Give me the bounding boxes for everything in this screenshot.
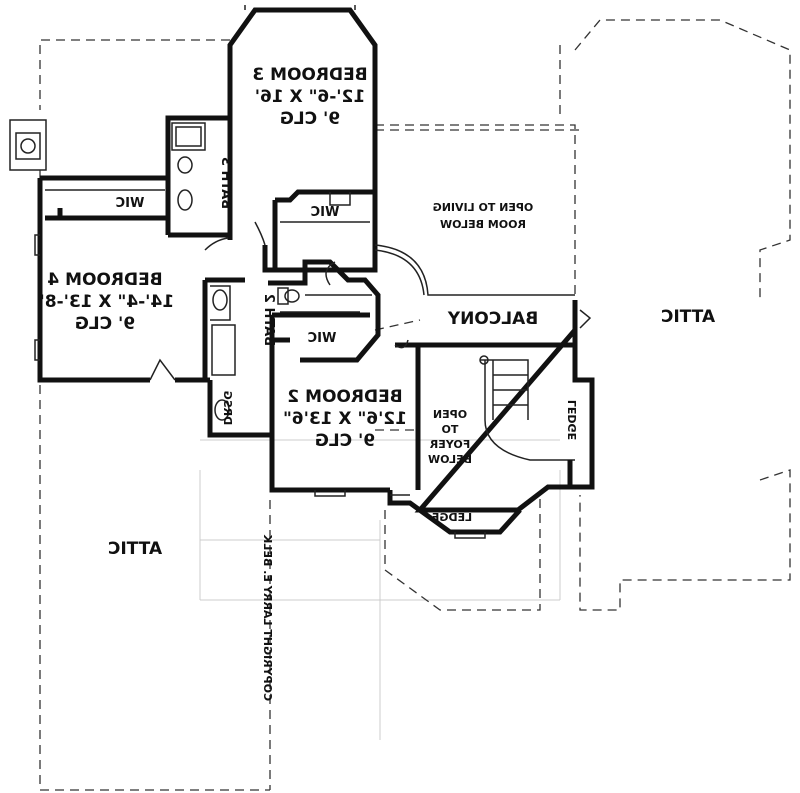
bedroom-4-size: 14'-4" X 13'-8" [36, 292, 174, 312]
open-living-line1: OPEN TO LIVING [433, 201, 534, 214]
dressing-label: DRSG [221, 391, 234, 426]
room-bedroom-4: BEDROOM 4 14'-4" X 13'-8" 9' CLG [36, 270, 174, 334]
bedroom-2-ceiling: 9' CLG [315, 431, 375, 451]
open-foyer-line4: BELOW [428, 453, 472, 466]
bedroom-3-name: BEDROOM 3 [252, 65, 367, 85]
wic-bedroom-4-label: WIC [116, 196, 145, 211]
bedroom-4-ceiling: 9' CLG [75, 314, 135, 334]
open-foyer-line2: TO [442, 423, 459, 436]
bedroom-3-ceiling: 9' CLG [280, 109, 340, 129]
ledge-stair-label: LEDGE [566, 400, 579, 440]
attic-left-label: ATTIC [108, 539, 162, 559]
room-bedroom-2: BEDROOM 2 12'6" X 13'6" 9' CLG [283, 387, 407, 451]
walls [34, 5, 595, 539]
lower-floor-ghost-lines [199, 439, 561, 740]
bedroom-4-name: BEDROOM 4 [47, 270, 163, 290]
attic-right-label: ATTIC [661, 307, 715, 327]
open-to-living-room: OPEN TO LIVING ROOM BELOW [433, 201, 534, 231]
open-foyer-line1: OPEN [433, 408, 467, 421]
bedroom-2-name: BEDROOM 2 [287, 387, 402, 407]
chimney [9, 119, 47, 171]
ledge-bay-label: LEDGE [432, 511, 472, 524]
bath-3-label: BATH 3 [218, 157, 233, 209]
bath-2-label: BATH 2 [261, 294, 276, 346]
room-bedroom-3: BEDROOM 3 12'-6" X 16' 9' CLG [252, 65, 367, 129]
bedroom-2-size: 12'6" X 13'6" [283, 409, 407, 429]
bedroom-3-size: 12'-6" X 16' [255, 87, 365, 107]
copyright-label: COPYRIGHT LARRY E. BELK [261, 534, 274, 701]
attic-outline [39, 19, 791, 791]
open-foyer-line3: FOYER [429, 438, 470, 451]
open-living-line2: ROOM BELOW [440, 218, 526, 231]
wic-bedroom-3-label: WIC [311, 205, 340, 220]
balcony-label: BALCONY [447, 309, 538, 329]
open-to-foyer: OPEN TO FOYER BELOW [428, 408, 472, 466]
wic-bedroom-2-label: WIC [308, 331, 337, 346]
